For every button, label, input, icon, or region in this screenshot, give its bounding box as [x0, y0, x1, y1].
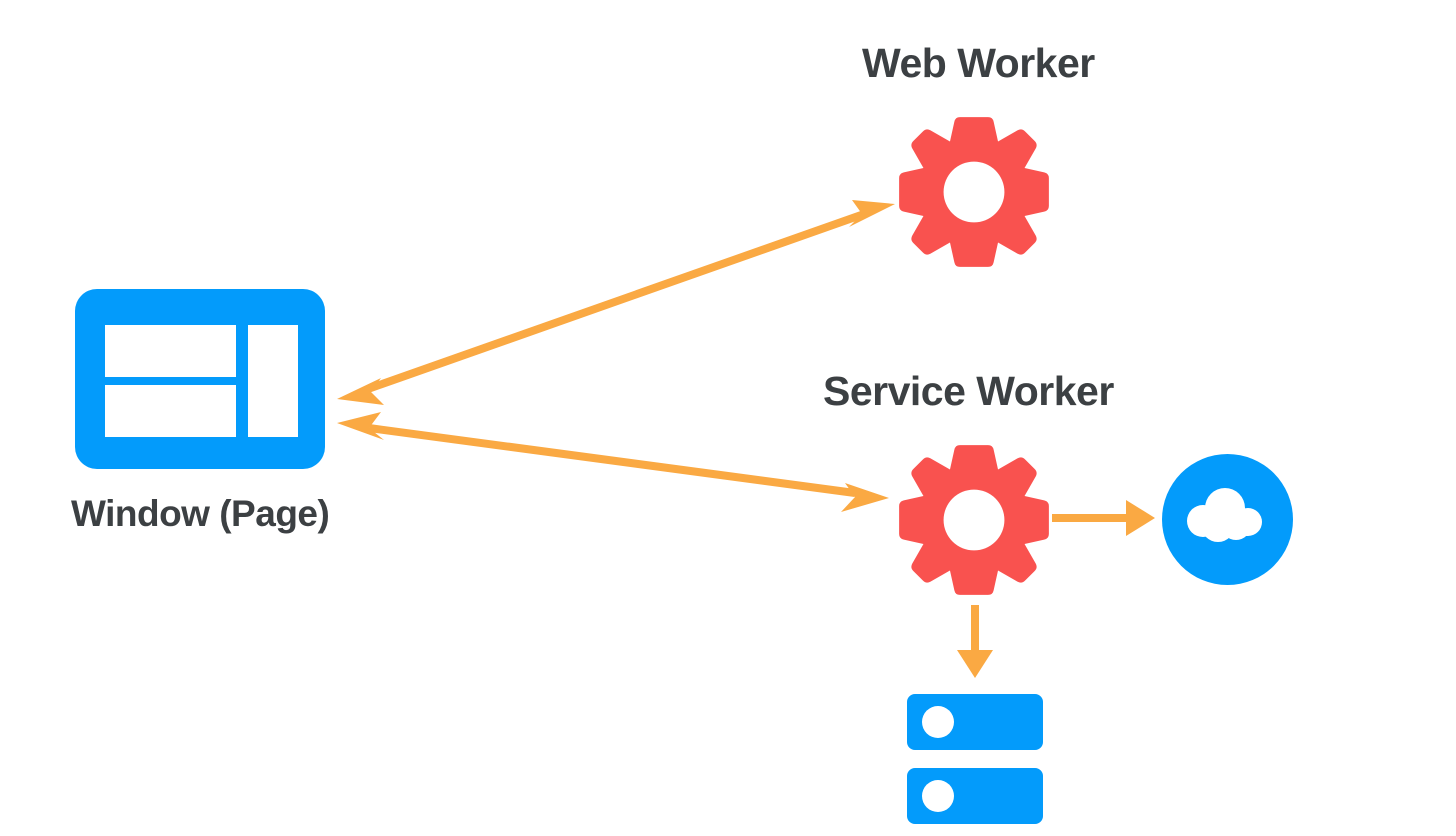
edge-window-service-worker-head-left [337, 412, 384, 440]
edge-window-web-worker-shaft [366, 210, 866, 393]
edge-window-web-worker-head-right [849, 200, 895, 227]
edge-service-worker-storage-head [957, 650, 993, 678]
node-window[interactable] [75, 289, 325, 469]
node-web-worker[interactable] [896, 112, 1052, 272]
edge-window-web-worker-head-left [337, 378, 384, 405]
gear-icon [899, 117, 1049, 267]
database-shelf-bottom [907, 768, 1043, 824]
gear-icon [899, 445, 1049, 595]
node-storage[interactable] [907, 694, 1043, 824]
cloud-icon [1162, 454, 1293, 585]
browser-window-icon [75, 289, 325, 469]
node-network[interactable] [1162, 454, 1293, 585]
node-service-worker[interactable] [896, 438, 1052, 602]
node-service-worker-label: Service Worker [823, 368, 1114, 414]
edge-service-worker-network [1052, 500, 1155, 536]
edge-window-service-worker [337, 412, 889, 512]
edge-window-service-worker-head-right [841, 483, 889, 512]
edge-service-worker-storage [957, 605, 993, 678]
edge-service-worker-network-head [1126, 500, 1155, 536]
database-icon [907, 694, 1043, 824]
edge-window-web-worker [337, 200, 895, 405]
node-window-label: Window (Page) [71, 493, 330, 534]
node-web-worker-label: Web Worker [862, 40, 1095, 86]
database-shelf-top [907, 694, 1043, 750]
edge-window-service-worker-shaft [368, 424, 856, 497]
